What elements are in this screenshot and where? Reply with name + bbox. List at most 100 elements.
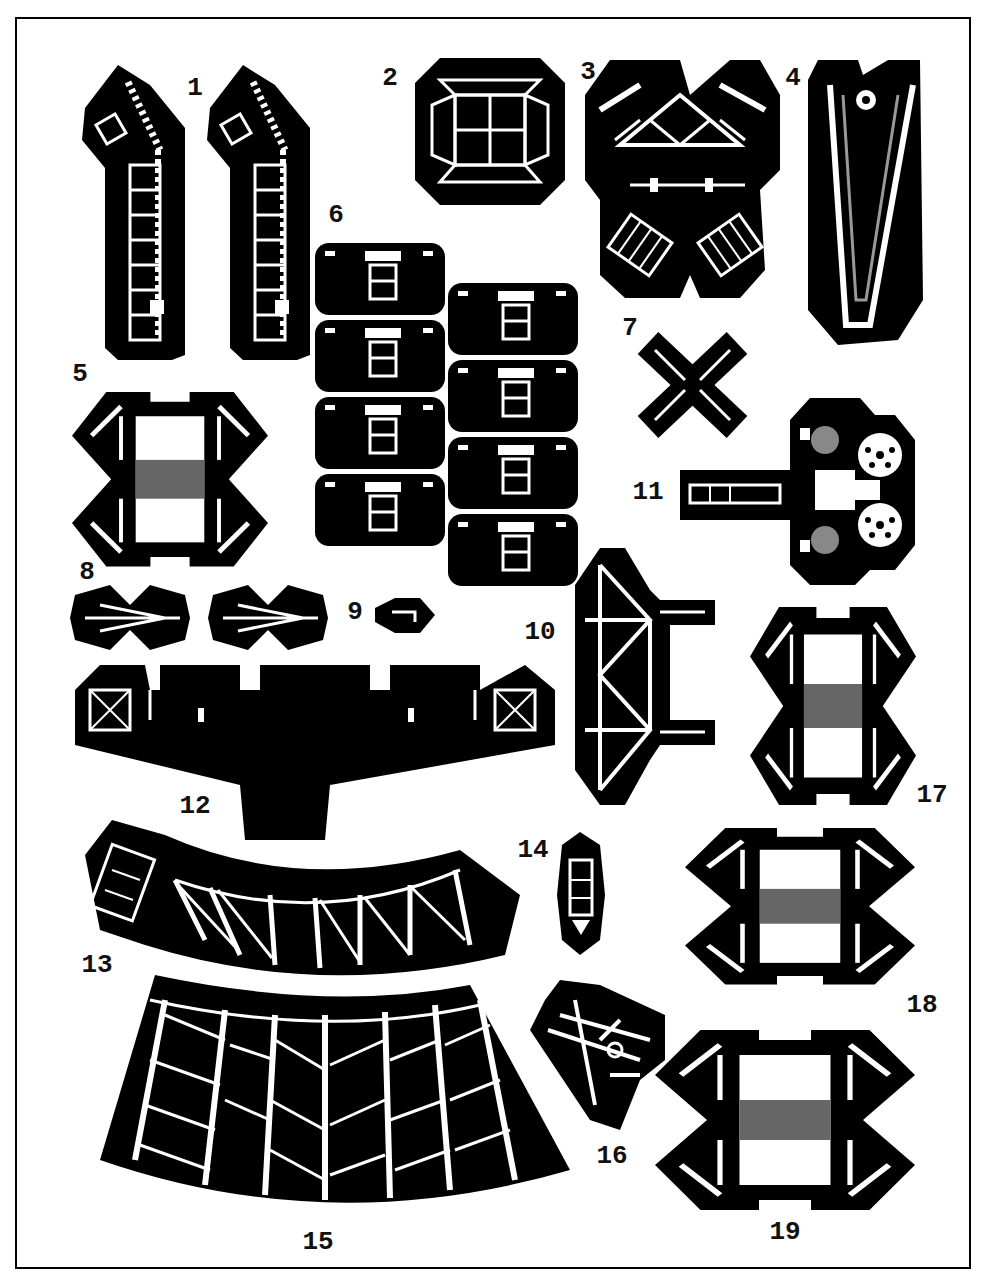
part-11-detail bbox=[800, 428, 810, 440]
part-10-detail bbox=[585, 565, 650, 790]
part-19 bbox=[655, 1030, 915, 1210]
part-11-detail bbox=[811, 526, 839, 554]
callout-number: 19 bbox=[769, 1219, 800, 1245]
part-11-detail bbox=[709, 485, 711, 503]
part-4-detail bbox=[808, 60, 923, 345]
part-15-detail bbox=[140, 1015, 510, 1180]
part-11-detail bbox=[855, 480, 880, 500]
callout-number: 2 bbox=[382, 65, 398, 91]
part-7-detail bbox=[648, 343, 737, 427]
part-11-detail bbox=[876, 521, 884, 529]
part-13-detail bbox=[175, 870, 470, 968]
part-11-detail bbox=[885, 462, 891, 468]
part-11-detail bbox=[876, 451, 884, 459]
callout-number: 1 bbox=[187, 75, 203, 101]
part-12-detail bbox=[495, 690, 535, 730]
part-19-detail bbox=[655, 1030, 915, 1210]
part-11-detail bbox=[858, 433, 902, 477]
part-13-detail bbox=[175, 870, 460, 903]
part-13-detail bbox=[105, 890, 133, 900]
part-6-detail bbox=[448, 514, 578, 586]
part-12-detail bbox=[90, 690, 130, 730]
part-7-detail bbox=[700, 390, 730, 420]
part-11-detail bbox=[869, 532, 875, 538]
part-11-detail bbox=[889, 447, 895, 453]
part-12-detail bbox=[198, 708, 204, 722]
part-14 bbox=[557, 832, 605, 955]
part-12-detail bbox=[75, 665, 555, 840]
part-10 bbox=[575, 548, 715, 805]
part-2-detail bbox=[415, 58, 565, 205]
part-16-detail bbox=[608, 1043, 622, 1057]
part-6 bbox=[315, 243, 578, 586]
part-14-detail bbox=[570, 879, 592, 881]
part-3-detail bbox=[698, 214, 762, 275]
part-5 bbox=[72, 392, 268, 567]
part-12-detail bbox=[474, 690, 477, 720]
part-17-detail bbox=[750, 607, 916, 805]
part-8-pair-detail bbox=[208, 585, 328, 650]
part-3-detail bbox=[585, 60, 780, 298]
part-6-detail bbox=[315, 397, 445, 469]
part-3-detail bbox=[680, 120, 710, 145]
callout-number: 13 bbox=[81, 952, 112, 978]
part-3-detail bbox=[600, 85, 640, 110]
callout-number: 15 bbox=[302, 1229, 333, 1255]
part-9-detail bbox=[392, 612, 415, 622]
part-3-detail-detail bbox=[608, 214, 672, 275]
part-9-detail bbox=[375, 598, 435, 633]
part-3-detail bbox=[608, 214, 672, 275]
part-2-detail bbox=[455, 95, 525, 165]
part-3-detail bbox=[630, 184, 745, 187]
part-14-detail bbox=[570, 897, 592, 899]
part-14-detail bbox=[557, 832, 605, 955]
part-17 bbox=[750, 607, 916, 805]
part-6-detail bbox=[448, 360, 578, 432]
part-3-detail bbox=[705, 178, 713, 192]
part-11-detail bbox=[885, 532, 891, 538]
part-9 bbox=[375, 598, 435, 633]
callout-number: 8 bbox=[79, 559, 95, 585]
part-10-detail bbox=[660, 611, 705, 614]
part-15 bbox=[100, 975, 570, 1203]
part-11-detail bbox=[865, 447, 871, 453]
part-1-pair-detail bbox=[207, 65, 310, 360]
callout-number: 7 bbox=[622, 315, 638, 341]
callout-number: 12 bbox=[179, 793, 210, 819]
part-4-detail bbox=[862, 96, 870, 104]
callout-number: 6 bbox=[328, 202, 344, 228]
part-11-detail bbox=[815, 470, 855, 510]
part-7-detail bbox=[655, 390, 685, 420]
part-15-detail bbox=[100, 975, 570, 1203]
part-13-detail bbox=[178, 885, 465, 962]
part-6-detail bbox=[315, 320, 445, 392]
part-8-pair-detail bbox=[70, 585, 190, 650]
part-3 bbox=[585, 60, 780, 298]
part-14-detail bbox=[572, 920, 590, 935]
part-6-detail bbox=[448, 283, 578, 355]
part-3-detail bbox=[720, 85, 765, 110]
part-18-detail bbox=[685, 828, 915, 985]
part-2-detail bbox=[525, 95, 548, 165]
part-4-detail bbox=[830, 85, 913, 325]
callout-number: 17 bbox=[916, 782, 947, 808]
callout-number: 9 bbox=[347, 599, 363, 625]
callout-number: 5 bbox=[72, 361, 88, 387]
callout-number: 18 bbox=[906, 992, 937, 1018]
part-4-detail bbox=[843, 95, 898, 300]
part-3-detail bbox=[650, 178, 658, 192]
part-16 bbox=[530, 980, 665, 1130]
part-11-detail bbox=[869, 462, 875, 468]
callout-number: 10 bbox=[524, 619, 555, 645]
part-12-detail bbox=[408, 708, 414, 722]
part-11-detail bbox=[858, 503, 902, 547]
part-11-detail bbox=[729, 485, 731, 503]
part-5-detail bbox=[72, 392, 268, 567]
part-13 bbox=[85, 820, 520, 975]
part-8-pair-detail bbox=[223, 605, 318, 631]
part-15-detail bbox=[150, 1000, 480, 1021]
part-3-detail bbox=[650, 120, 680, 145]
part-13-detail bbox=[112, 870, 140, 880]
part-12-detail bbox=[90, 690, 130, 730]
